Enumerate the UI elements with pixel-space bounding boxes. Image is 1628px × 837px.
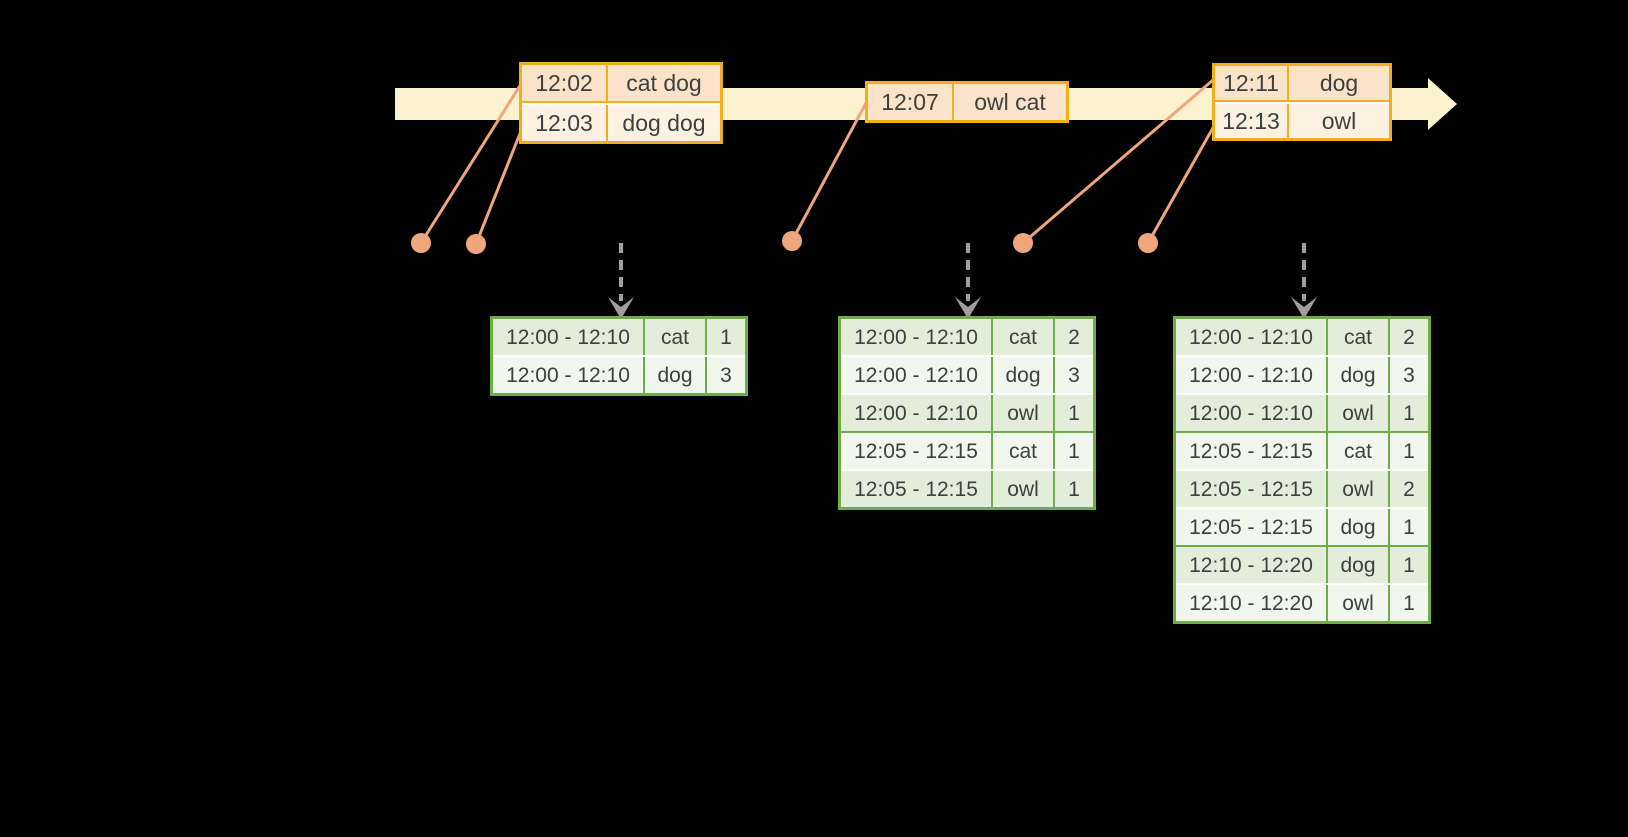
connector-line	[474, 130, 523, 245]
connector-line	[1146, 125, 1216, 244]
word-cell: owl	[993, 395, 1053, 431]
window-cell: 12:00 - 12:10	[1176, 357, 1326, 393]
window-cell: 12:05 - 12:15	[1176, 471, 1326, 507]
event-dot-icon	[782, 231, 802, 251]
trigger-arrows	[608, 243, 1317, 319]
count-cell: 3	[1055, 357, 1093, 393]
event-words-cell: cat dog	[608, 65, 720, 101]
event-row: 12:11 dog	[1215, 66, 1389, 100]
event-row: 12:02 cat dog	[522, 65, 720, 101]
result-row: 12:05 - 12:15 owl 1	[841, 469, 1093, 507]
word-cell: dog	[1328, 547, 1388, 583]
count-cell: 1	[1055, 433, 1093, 469]
event-time-cell: 12:13	[1215, 104, 1287, 138]
word-cell: owl	[1328, 395, 1388, 431]
event-time-cell: 12:03	[522, 105, 606, 141]
window-cell: 12:10 - 12:20	[1176, 547, 1326, 583]
event-dots	[411, 231, 1158, 254]
word-cell: owl	[1328, 585, 1388, 621]
word-cell: cat	[1328, 433, 1388, 469]
event-dot-icon	[466, 234, 486, 254]
event-dot-icon	[411, 233, 431, 253]
result-table-1: 12:00 - 12:10 cat 1 12:00 - 12:10 dog 3	[490, 316, 748, 396]
word-cell: cat	[645, 319, 705, 355]
window-cell: 12:10 - 12:20	[1176, 585, 1326, 621]
event-words-cell: owl cat	[954, 84, 1066, 120]
event-dot-icon	[1138, 233, 1158, 253]
event-table-3: 12:11 dog 12:13 owl	[1212, 63, 1392, 141]
event-row: 12:07 owl cat	[868, 84, 1066, 120]
event-words-cell: dog	[1289, 66, 1389, 100]
count-cell: 1	[1390, 547, 1428, 583]
count-cell: 2	[1390, 471, 1428, 507]
word-cell: owl	[1328, 471, 1388, 507]
result-row: 12:00 - 12:10 owl 1	[841, 393, 1093, 431]
result-table-2: 12:00 - 12:10 cat 2 12:00 - 12:10 dog 3 …	[838, 316, 1096, 510]
count-cell: 3	[707, 357, 745, 393]
count-cell: 1	[1055, 395, 1093, 431]
word-cell: cat	[993, 319, 1053, 355]
word-cell: dog	[993, 357, 1053, 393]
word-cell: dog	[1328, 509, 1388, 545]
word-cell: owl	[993, 471, 1053, 507]
window-cell: 12:00 - 12:10	[493, 319, 643, 355]
event-table-2: 12:07 owl cat	[865, 81, 1069, 123]
connector-line	[419, 83, 523, 244]
result-row: 12:00 - 12:10 cat 2	[1176, 319, 1428, 355]
count-cell: 3	[1390, 357, 1428, 393]
result-row: 12:10 - 12:20 owl 1	[1176, 583, 1428, 621]
event-dot-icon	[1013, 233, 1033, 253]
result-table-3: 12:00 - 12:10 cat 2 12:00 - 12:10 dog 3 …	[1173, 316, 1431, 624]
trigger-arrowhead-icon	[955, 297, 981, 319]
word-cell: dog	[1328, 357, 1388, 393]
connector-lines	[419, 78, 1216, 245]
event-table-1: 12:02 cat dog 12:03 dog dog	[519, 62, 723, 144]
count-cell: 1	[1390, 509, 1428, 545]
window-cell: 12:00 - 12:10	[841, 319, 991, 355]
result-row: 12:05 - 12:15 cat 1	[841, 431, 1093, 469]
window-cell: 12:00 - 12:10	[841, 357, 991, 393]
window-cell: 12:00 - 12:10	[841, 395, 991, 431]
trigger-arrowhead-icon	[608, 297, 634, 319]
window-cell: 12:05 - 12:15	[1176, 509, 1326, 545]
window-cell: 12:05 - 12:15	[1176, 433, 1326, 469]
result-row: 12:05 - 12:15 owl 2	[1176, 469, 1428, 507]
event-time-cell: 12:11	[1215, 66, 1287, 100]
count-cell: 1	[1055, 471, 1093, 507]
word-cell: cat	[993, 433, 1053, 469]
result-row: 12:05 - 12:15 cat 1	[1176, 431, 1428, 469]
count-cell: 1	[1390, 395, 1428, 431]
event-row: 12:03 dog dog	[522, 103, 720, 141]
event-words-cell: dog dog	[608, 105, 720, 141]
result-row: 12:00 - 12:10 cat 2	[841, 319, 1093, 355]
event-row: 12:13 owl	[1215, 102, 1389, 138]
result-row: 12:00 - 12:10 dog 3	[841, 355, 1093, 393]
window-cell: 12:05 - 12:15	[841, 471, 991, 507]
word-cell: dog	[645, 357, 705, 393]
event-words-cell: owl	[1289, 104, 1389, 138]
result-row: 12:00 - 12:10 dog 3	[493, 355, 745, 393]
connector-line	[1022, 78, 1214, 245]
count-cell: 1	[1390, 585, 1428, 621]
window-cell: 12:00 - 12:10	[1176, 319, 1326, 355]
count-cell: 2	[1390, 319, 1428, 355]
connector-line	[790, 102, 868, 242]
count-cell: 2	[1055, 319, 1093, 355]
window-cell: 12:05 - 12:15	[841, 433, 991, 469]
window-cell: 12:00 - 12:10	[1176, 395, 1326, 431]
trigger-arrowhead-icon	[1291, 297, 1317, 319]
result-row: 12:10 - 12:20 dog 1	[1176, 545, 1428, 583]
result-row: 12:00 - 12:10 cat 1	[493, 319, 745, 355]
result-row: 12:05 - 12:15 dog 1	[1176, 507, 1428, 545]
window-cell: 12:00 - 12:10	[493, 357, 643, 393]
count-cell: 1	[707, 319, 745, 355]
event-time-cell: 12:02	[522, 65, 606, 101]
event-time-cell: 12:07	[868, 84, 952, 120]
result-row: 12:00 - 12:10 dog 3	[1176, 355, 1428, 393]
count-cell: 1	[1390, 433, 1428, 469]
result-row: 12:00 - 12:10 owl 1	[1176, 393, 1428, 431]
word-cell: cat	[1328, 319, 1388, 355]
